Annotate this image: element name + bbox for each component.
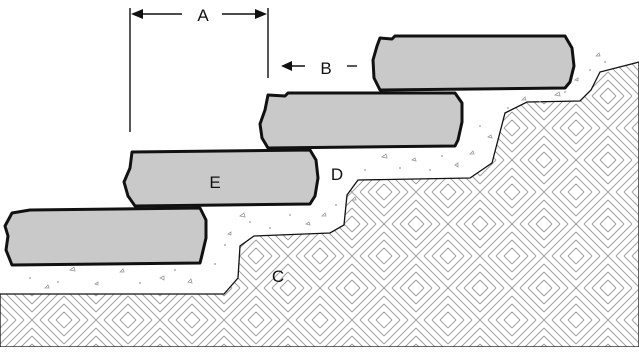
dimension-a-arrowheads [131, 9, 267, 19]
leader-b-arrowhead [281, 61, 292, 71]
label-b: B [320, 59, 331, 78]
stone-1 [3, 206, 208, 267]
stone-3 [258, 91, 464, 150]
label-e: E [209, 173, 220, 192]
mortar-dots [29, 61, 606, 284]
label-a: A [197, 6, 209, 25]
mortar-speckles [44, 52, 601, 289]
label-d: D [331, 165, 343, 184]
stone-4 [371, 34, 576, 92]
hatched-ground [0, 61, 639, 348]
label-c: C [272, 267, 284, 286]
dimension-a [129, 8, 269, 132]
stone-2-e [122, 148, 320, 208]
